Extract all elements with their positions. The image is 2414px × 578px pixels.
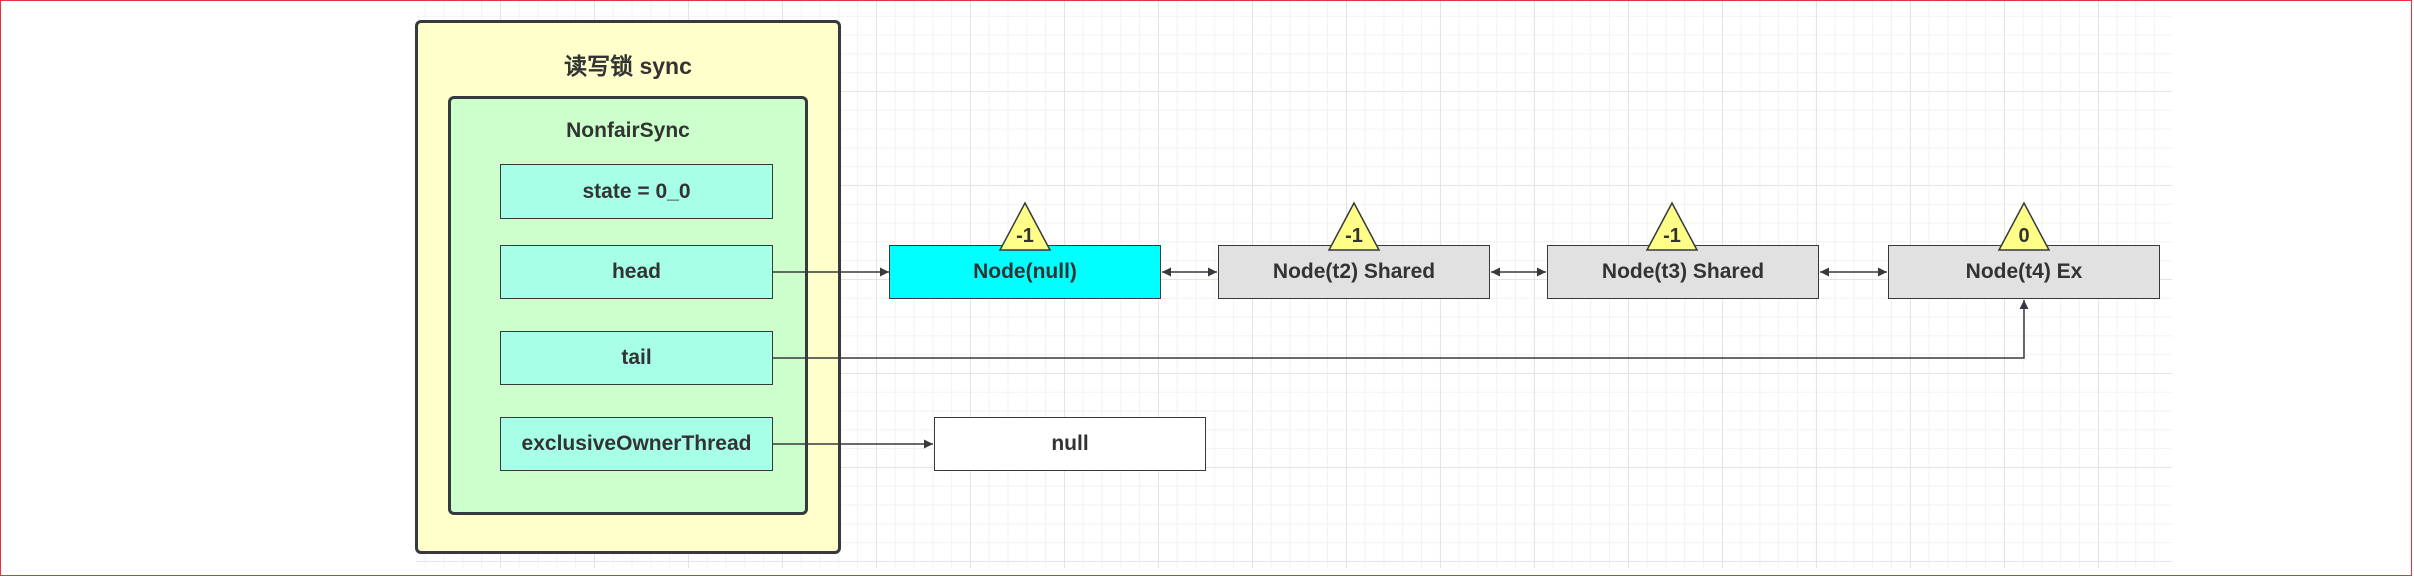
- queue-node-t3[interactable]: Node(t3) Shared: [1547, 245, 1819, 299]
- wait-status-node-null: -1: [1016, 225, 1034, 247]
- field-head[interactable]: head: [500, 245, 773, 299]
- field-tail[interactable]: tail: [500, 331, 773, 385]
- queue-node-t4[interactable]: Node(t4) Ex: [1888, 245, 2160, 299]
- wait-status-triangle-node-t3[interactable]: -1: [1645, 201, 1699, 251]
- wait-status-node-t4: 0: [2018, 225, 2029, 247]
- wait-status-triangle-node-t4[interactable]: 0: [1997, 201, 2051, 251]
- queue-node-null[interactable]: Node(null): [889, 245, 1161, 299]
- field-exclusive-owner-thread-label: exclusiveOwnerThread: [521, 432, 752, 455]
- tail-pointer-arrow[interactable]: [773, 300, 2029, 359]
- field-exclusive-owner-thread[interactable]: exclusiveOwnerThread: [500, 417, 773, 471]
- rwlock-sync-title: 读写锁 sync: [564, 53, 692, 79]
- queue-node-t4-label: Node(t4) Ex: [1965, 260, 2083, 283]
- queue-node-t2-label: Node(t2) Shared: [1272, 260, 1436, 283]
- queue-node-t3-label: Node(t3) Shared: [1601, 260, 1765, 283]
- queue-node-null-label: Node(null): [973, 260, 1077, 283]
- wait-status-triangle-node-t2[interactable]: -1: [1327, 201, 1381, 251]
- wait-status-node-t3: -1: [1663, 225, 1681, 247]
- wait-status-node-t2: -1: [1345, 225, 1363, 247]
- owner-thread-null-box[interactable]: null: [934, 417, 1206, 471]
- queue-node-t2[interactable]: Node(t2) Shared: [1218, 245, 1490, 299]
- wait-status-triangle-node-null[interactable]: -1: [998, 201, 1052, 251]
- field-head-label: head: [611, 260, 661, 283]
- field-state[interactable]: state = 0_0: [500, 164, 773, 219]
- field-tail-label: tail: [621, 346, 652, 369]
- field-state-label: state = 0_0: [582, 179, 691, 203]
- nonfair-sync-title: NonfairSync: [566, 119, 690, 142]
- owner-thread-null-label: null: [1051, 432, 1089, 455]
